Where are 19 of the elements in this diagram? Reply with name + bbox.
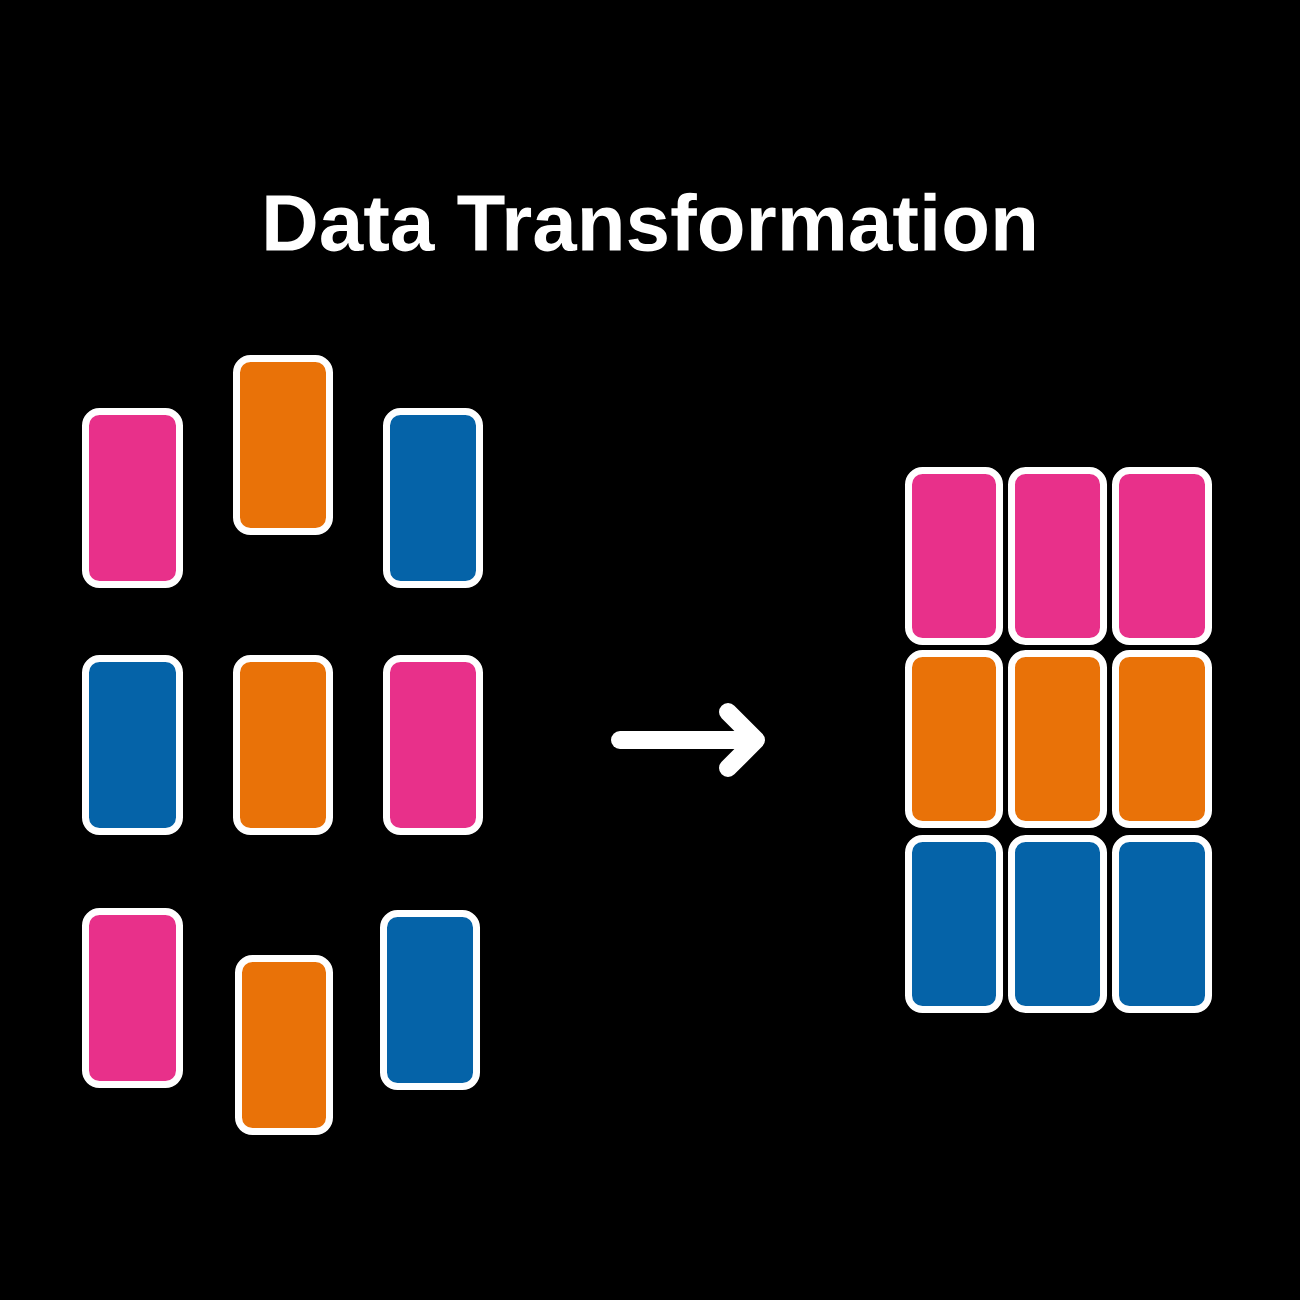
tile: [233, 655, 333, 835]
tile: [383, 408, 483, 588]
tile: [1008, 835, 1107, 1013]
tile: [383, 655, 483, 835]
tile: [82, 408, 183, 588]
tile: [1112, 835, 1212, 1013]
tile: [235, 955, 333, 1135]
title: Data Transformation: [266, 192, 1034, 252]
tile: [1112, 650, 1212, 828]
tile: [82, 908, 183, 1088]
tile: [905, 467, 1003, 645]
tile: [233, 355, 333, 535]
tile: [380, 910, 480, 1090]
tile: [1112, 467, 1212, 645]
tile: [82, 655, 183, 835]
tile: [1008, 650, 1107, 828]
tile: [905, 650, 1003, 828]
tile: [1008, 467, 1107, 645]
tile: [905, 835, 1003, 1013]
